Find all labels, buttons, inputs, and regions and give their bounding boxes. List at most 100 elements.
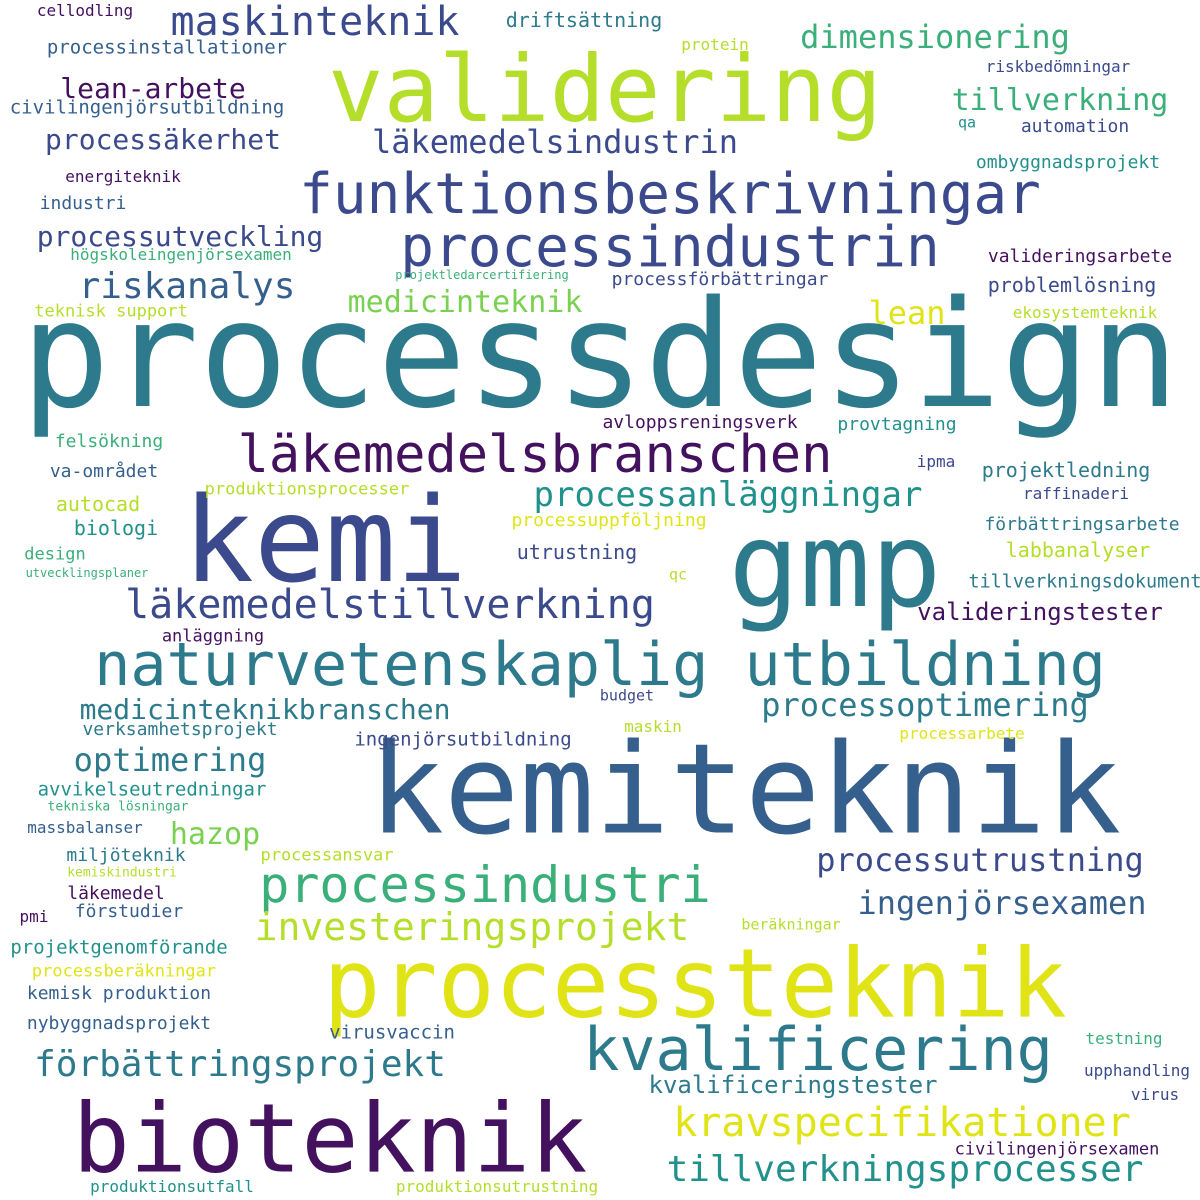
word-processberakningar: processberäkningar	[31, 961, 217, 982]
word-processindustri: processindustri	[259, 856, 711, 914]
word-processansvar: processansvar	[260, 845, 394, 866]
word-processanlaggningar: processanläggningar	[533, 475, 923, 515]
word-processutveckling: processutveckling	[36, 220, 324, 253]
word-budget: budget	[599, 686, 655, 705]
word-riskbedomningar: riskbedömningar	[985, 57, 1131, 76]
word-maskin: maskin	[624, 717, 682, 736]
word-valideringsarbete: valideringsarbete	[987, 246, 1173, 267]
word-processdesign: processdesign	[20, 269, 1180, 441]
word-processteknik: processteknik	[323, 929, 1067, 1040]
word-upphandling: upphandling	[1084, 1061, 1190, 1080]
word-miljoteknik: miljöteknik	[66, 845, 186, 866]
word-dimensionering: dimensionering	[800, 18, 1070, 56]
word-projektgenomforande: projektgenomförande	[10, 936, 228, 959]
word-investeringsprojekt: investeringsprojekt	[254, 905, 690, 949]
word-validering: validering	[328, 36, 882, 143]
word-lakemedelstillverkning: läkemedelstillverkning	[125, 582, 655, 628]
word-funktionsbeskrivningar: funktionsbeskrivningar	[299, 162, 1041, 227]
word-gmp: gmp	[728, 496, 942, 634]
word-forbattringsarbete: förbättringsarbete	[984, 514, 1180, 535]
word-naturvetenskaplig-utbildning: naturvetenskaplig utbildning	[94, 630, 1106, 700]
word-provtagning: provtagning	[837, 414, 957, 435]
word-felsokning: felsökning	[54, 431, 164, 452]
word-avloppsreningsverk: avloppsreningsverk	[602, 412, 798, 433]
word-testning: testning	[1085, 1029, 1163, 1048]
word-projektledarcertifiering: projektledarcertifiering	[395, 268, 569, 282]
word-produktionsprocesser: produktionsprocesser	[204, 479, 410, 500]
word-biologi: biologi	[73, 516, 159, 540]
word-ekosystemteknik: ekosystemteknik	[1012, 303, 1158, 322]
word-optimering: optimering	[73, 741, 267, 779]
word-processakerhet: processäkerhet	[44, 123, 282, 156]
word-automation: automation	[1020, 116, 1130, 137]
word-kemisk-produktion: kemisk produktion	[26, 983, 212, 1004]
word-processindustrin: processindustrin	[400, 215, 940, 280]
word-projektledning: projektledning	[981, 458, 1151, 482]
word-kemiteknik: kemiteknik	[368, 717, 1122, 863]
word-tillverkningsprocesser: tillverkningsprocesser	[666, 1149, 1144, 1190]
word-riskanalys: riskanalys	[78, 266, 296, 307]
word-kemiskindustri: kemiskindustri	[67, 865, 177, 881]
word-nybyggnadsprojekt: nybyggnadsprojekt	[26, 1013, 212, 1034]
word-labbanalyser: labbanalyser	[1005, 538, 1151, 562]
word-medicinteknik: medicinteknik	[347, 285, 583, 320]
word-autocad: autocad	[55, 492, 141, 516]
word-produktionsutrustning: produktionsutrustning	[395, 1177, 599, 1196]
word-utrustning: utrustning	[516, 540, 638, 564]
word-lean-arbete: lean-arbete	[60, 72, 246, 105]
word-maskinteknik: maskinteknik	[170, 0, 460, 45]
word-ombyggnadsprojekt: ombyggnadsprojekt	[975, 152, 1161, 173]
word-processarbete: processarbete	[899, 724, 1025, 743]
word-virusvaccin: virusvaccin	[329, 1021, 455, 1044]
word-hazop: hazop	[169, 817, 261, 852]
word-ipma: ipma	[916, 452, 956, 471]
word-massbalanser: massbalanser	[27, 818, 143, 837]
word-lean: lean	[868, 294, 946, 332]
word-cellodling: cellodling	[36, 1, 134, 20]
word-processoptimering: processoptimering	[761, 686, 1089, 724]
word-bioteknik: bioteknik	[72, 1084, 588, 1195]
word-problemlosning: problemlösning	[987, 273, 1157, 297]
word-civilingenjorsexamen: civilingenjörsexamen	[954, 1139, 1160, 1160]
word-energiteknik: energiteknik	[65, 167, 181, 186]
word-hogskoleingenjorsexamen: högskoleingenjörsexamen	[70, 245, 292, 264]
word-tillverkningsdokument: tillverkningsdokument	[968, 570, 1200, 593]
word-tillverkning: tillverkning	[951, 83, 1169, 118]
word-kemi: kemi	[182, 471, 468, 609]
word-industri: industri	[39, 193, 127, 214]
word-qa: qa	[957, 113, 977, 132]
word-processuppfoljning: processuppföljning	[511, 510, 707, 531]
word-design: design	[24, 544, 86, 565]
word-pmi: pmi	[19, 907, 49, 926]
word-berakningar: beräkningar	[741, 915, 841, 934]
word-medicinteknikbranschen: medicinteknikbranschen	[79, 693, 451, 726]
word-kvalificeringstester: kvalificeringstester	[648, 1071, 938, 1099]
word-processutrustning: processutrustning	[816, 841, 1144, 879]
word-driftsattning: driftsättning	[505, 8, 663, 32]
word-kravspecifikationer: kravspecifikationer	[673, 1100, 1131, 1146]
word-processforbattringar: processförbättringar	[611, 269, 829, 290]
word-valideringstester: valideringstester	[917, 598, 1163, 626]
word-produktionsutfall: produktionsutfall	[90, 1177, 254, 1196]
word-anlaggning: anläggning	[161, 626, 265, 647]
word-forbattringsprojekt: förbättringsprojekt	[34, 1044, 446, 1085]
word-avvikelseutredningar: avvikelseutredningar	[37, 778, 267, 801]
word-qc: qc	[668, 565, 688, 584]
word-lakemedelsbranschen: läkemedelsbranschen	[237, 425, 833, 485]
word-lakemedel: läkemedel	[67, 883, 165, 904]
word-teknisk-support: teknisk support	[34, 301, 188, 322]
word-verksamhetsprojekt: verksamhetsprojekt	[82, 719, 278, 740]
word-kvalificering: kvalificering	[583, 1015, 1053, 1085]
word-lakemedelsindustrin: läkemedelsindustrin	[371, 123, 739, 161]
word-ingenjorsutbildning: ingenjörsutbildning	[354, 728, 572, 751]
word-virus: virus	[1130, 1085, 1180, 1104]
word-civilingenjorsutbildning: civilingenjörsutbildning	[9, 96, 285, 119]
word-protein: protein	[681, 35, 749, 54]
word-forstudier: förstudier	[74, 901, 184, 922]
word-processinstallationer: processinstallationer	[46, 36, 288, 59]
word-va-omradet: va-området	[49, 461, 159, 482]
word-ingenjorsexamen: ingenjörsexamen	[857, 884, 1147, 922]
word-tekniska-losningar: tekniska lösningar	[47, 799, 189, 815]
word-utvecklingsplaner: utvecklingsplaner	[25, 566, 149, 580]
